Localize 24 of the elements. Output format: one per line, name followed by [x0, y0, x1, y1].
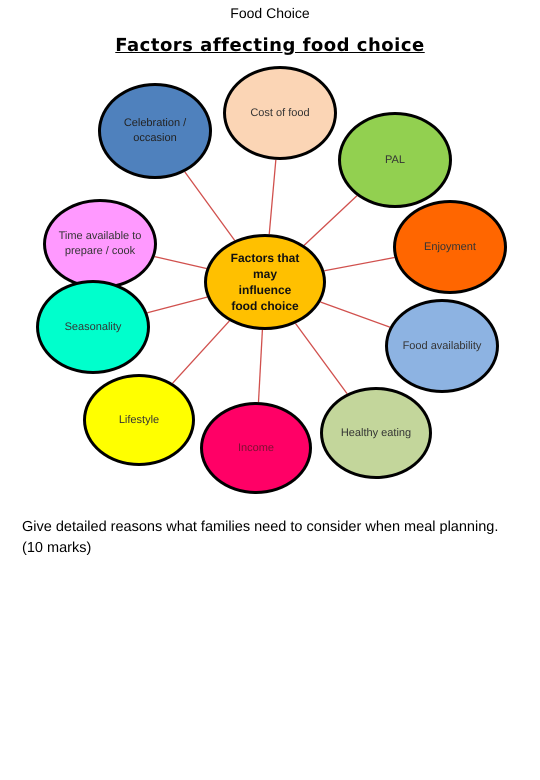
node-label: Food availability — [402, 338, 482, 354]
node-label: PAL — [384, 152, 406, 168]
connector-line — [295, 323, 348, 394]
question-text: Give detailed reasons what families need to consider when meal planning. (10 marks) — [22, 518, 500, 558]
node-label: Celebration / occasion — [122, 116, 188, 146]
connector-line — [320, 301, 390, 328]
connector-line — [147, 296, 208, 314]
connector-line — [304, 195, 358, 246]
node-label: Healthy eating — [340, 426, 412, 440]
node-label: Time available to prepare / cook — [58, 229, 142, 259]
connector-line — [268, 160, 276, 234]
node-label: Cost of food — [249, 106, 311, 120]
node-label: Enjoyment — [423, 240, 477, 254]
node-label: Lifestyle — [118, 412, 160, 428]
node-label: Factors that may influence food choice — [230, 250, 300, 314]
node-label: Income — [236, 440, 276, 456]
page-heading: Food Choice — [229, 5, 311, 21]
connector-line — [172, 320, 230, 384]
connector-line — [258, 330, 264, 402]
connector-line — [184, 172, 236, 241]
title: Factors affecting food choice — [114, 35, 426, 56]
connector-line — [324, 256, 395, 272]
node-label: Seasonality — [64, 320, 122, 334]
connector-line — [154, 256, 207, 270]
